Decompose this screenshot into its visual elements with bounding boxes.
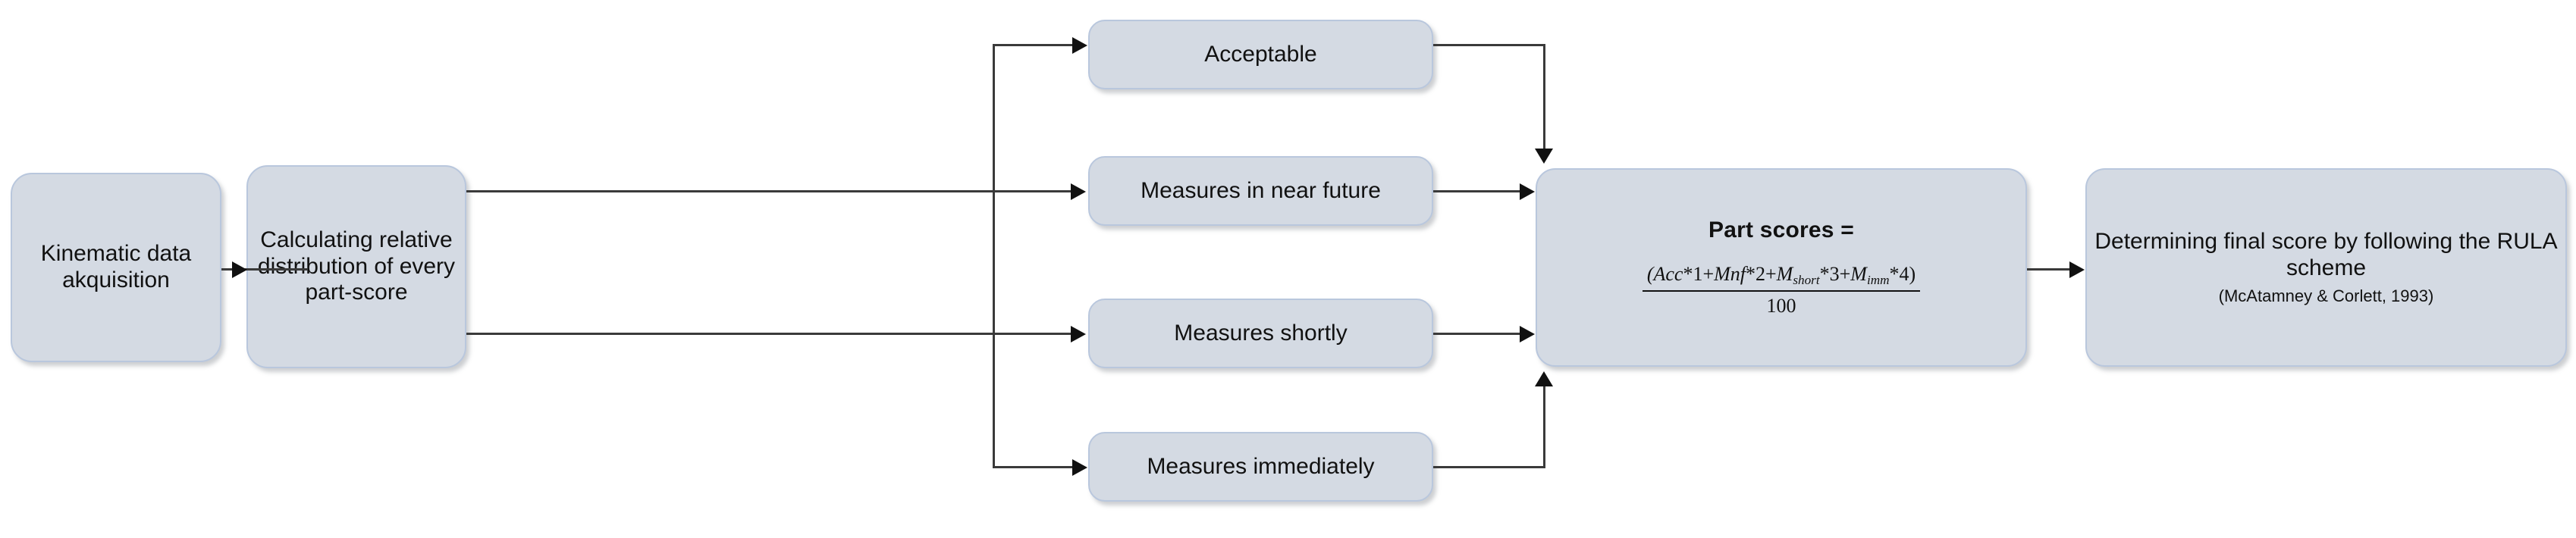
- node-part-scores-formula[interactable]: Part scores = (Acc*1+Mnf*2+Mshort*3+Mimm…: [1536, 168, 2027, 367]
- part-scores-fraction: (Acc*1+Mnf*2+Mshort*3+Mimm*4) 100: [1642, 263, 1921, 317]
- node-measures-in-near-future[interactable]: Measures in near future: [1088, 156, 1433, 226]
- arrowhead-calc-to-near-future: [1071, 183, 1086, 200]
- arrowhead-shortly-to-partscores: [1520, 326, 1535, 343]
- part-scores-title: Part scores =: [1708, 217, 1854, 242]
- node-kinematic-data-acquisition[interactable]: Kinematic data akquisition: [11, 173, 221, 362]
- node-kinematic-label: Kinematic data akquisition: [40, 241, 192, 292]
- arrowhead-calc-to-shortly: [1071, 326, 1086, 343]
- node-shortly-label: Measures shortly: [1174, 320, 1348, 346]
- connector-immediately-to-partscores-v: [1543, 385, 1545, 468]
- node-calculating-relative-distribution[interactable]: Calculating relative distribution of eve…: [246, 165, 466, 368]
- connector-partscores-to-final: [2027, 268, 2074, 271]
- node-near-future-label: Measures in near future: [1141, 177, 1381, 203]
- fraction-denominator: 100: [1766, 295, 1796, 317]
- connector-calc-to-immediately: [993, 466, 1076, 468]
- connector-kinematic-to-calculating: [221, 268, 308, 271]
- node-determining-final-score[interactable]: Determining final score by following the…: [2085, 168, 2567, 367]
- arrowhead-near-future-to-partscores: [1520, 183, 1535, 200]
- connector-acceptable-to-partscores-h: [1433, 44, 1545, 46]
- arrowhead-immediately-to-partscores: [1535, 371, 1553, 386]
- node-immediately-label: Measures immediately: [1147, 453, 1375, 479]
- fraction-numerator: (Acc*1+Mnf*2+Mshort*3+Mimm*4): [1642, 263, 1921, 292]
- node-final-score-citation: (McAtamney & Corlett, 1993): [2218, 286, 2434, 306]
- node-acceptable-label: Acceptable: [1204, 41, 1317, 67]
- connector-immediately-to-partscores-h: [1433, 466, 1545, 468]
- node-calculating-label: Calculating relative distribution of eve…: [257, 227, 456, 305]
- connector-calc-to-near-future: [466, 190, 1075, 192]
- arrowhead-kinematic-to-calculating: [232, 261, 247, 278]
- connector-calc-to-acceptable: [993, 44, 1076, 46]
- arrowhead-calc-to-acceptable: [1072, 37, 1087, 54]
- arrowhead-acceptable-to-partscores: [1535, 149, 1553, 164]
- node-measures-immediately[interactable]: Measures immediately: [1088, 432, 1433, 502]
- connector-acceptable-to-partscores-v: [1543, 44, 1545, 150]
- connector-calc-to-shortly: [466, 333, 1075, 335]
- node-acceptable[interactable]: Acceptable: [1088, 20, 1433, 89]
- connector-near-future-to-partscores: [1433, 190, 1523, 192]
- arrowhead-calc-to-immediately: [1072, 459, 1087, 476]
- arrowhead-partscores-to-final: [2069, 261, 2085, 278]
- node-measures-shortly[interactable]: Measures shortly: [1088, 299, 1433, 368]
- node-final-score-label: Determining final score by following the…: [2094, 229, 2558, 281]
- connector-shortly-to-partscores: [1433, 333, 1523, 335]
- connector-fanout-spine: [993, 44, 995, 468]
